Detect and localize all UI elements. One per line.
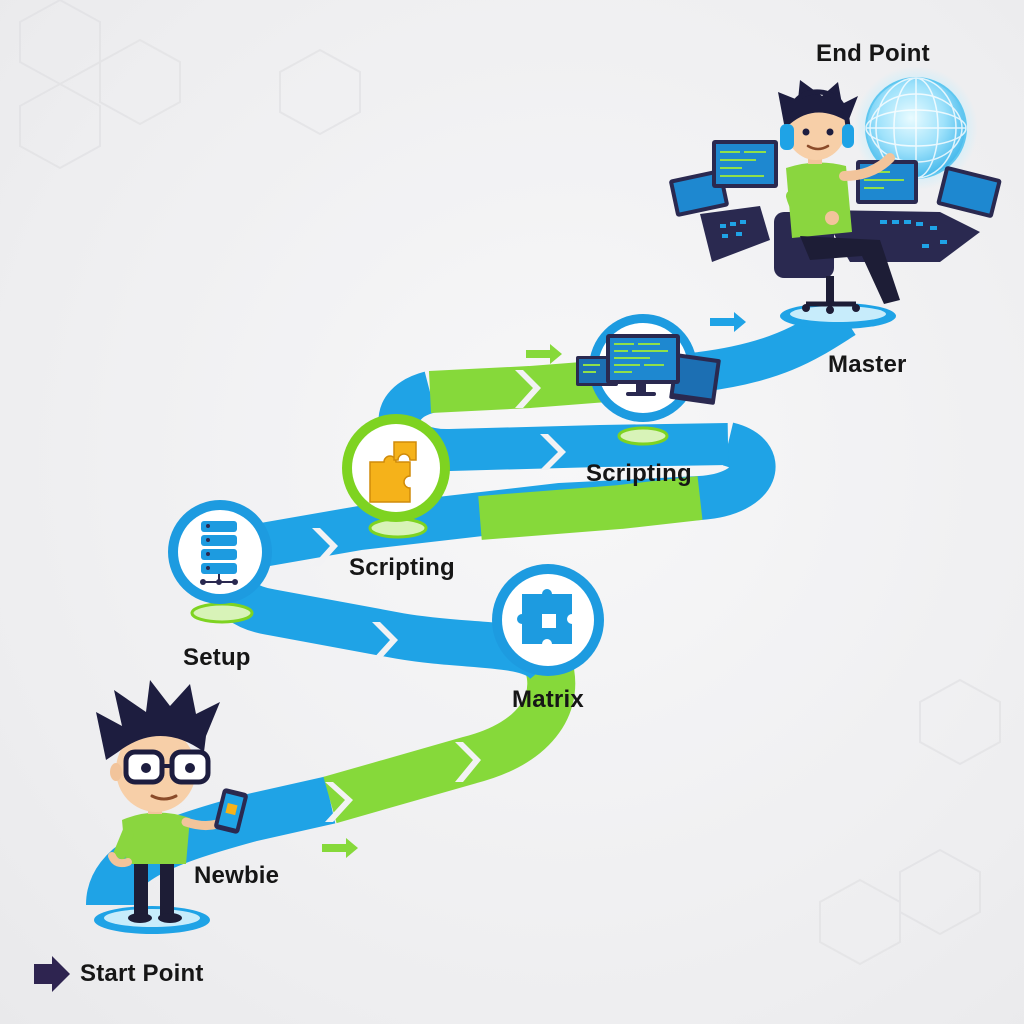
arrow-icon: [710, 312, 746, 332]
label-start-point: Start Point: [80, 960, 204, 987]
label-scripting-left[interactable]: Scripting: [349, 554, 455, 581]
server-network-icon: [200, 521, 238, 585]
direction-arrows: [322, 312, 746, 858]
master-character: [669, 66, 1002, 329]
label-master[interactable]: Master: [828, 351, 907, 378]
puzzle-piece-icon: [369, 441, 417, 503]
road-segment-4b: [478, 476, 703, 540]
label-matrix[interactable]: Matrix: [512, 686, 584, 713]
road-segment-2: [323, 656, 576, 824]
node-matrix[interactable]: [492, 564, 604, 676]
node-setup[interactable]: [168, 500, 272, 624]
label-scripting-right[interactable]: Scripting: [586, 460, 692, 487]
label-setup[interactable]: Setup: [183, 644, 251, 671]
multi-monitor-icon: [576, 334, 721, 405]
puzzle-grid-icon: [517, 589, 572, 644]
background-hexagons: [19, 0, 1001, 966]
label-end-point: End Point: [816, 40, 930, 67]
arrow-icon: [526, 344, 562, 364]
arrow-icon: [322, 838, 358, 858]
newbie-character: [94, 680, 248, 934]
node-scripting-right[interactable]: [576, 314, 721, 446]
start-arrow-icon: [34, 956, 70, 992]
label-newbie[interactable]: Newbie: [194, 862, 280, 889]
node-scripting-left[interactable]: [342, 414, 450, 539]
